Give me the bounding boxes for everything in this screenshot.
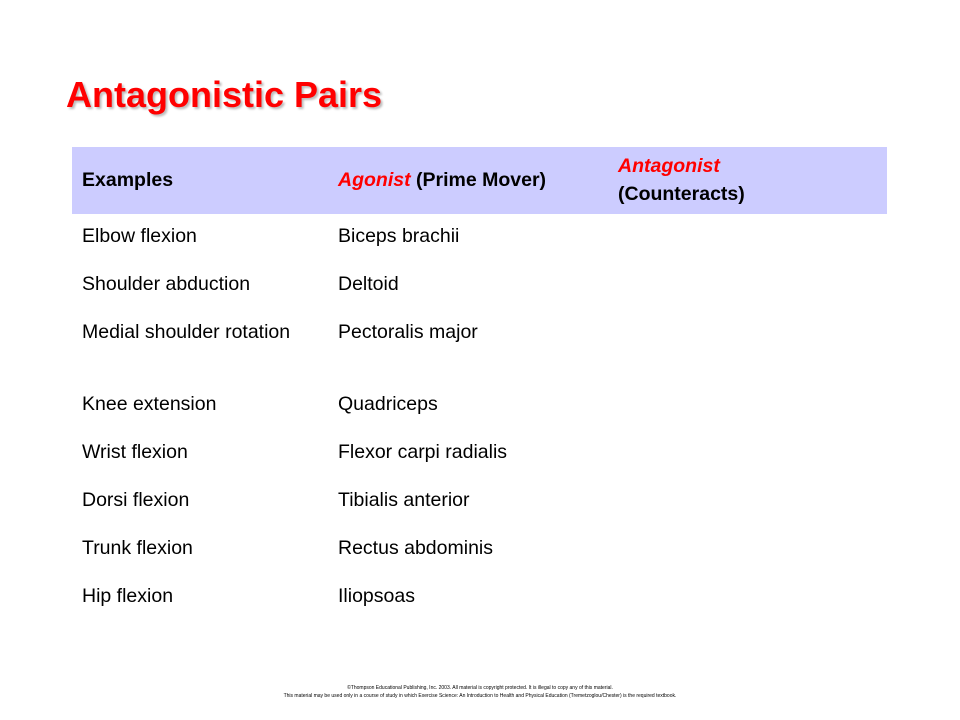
table-row: Elbow flexion Biceps brachii: [72, 214, 887, 262]
table-row: Shoulder abduction Deltoid: [72, 262, 887, 310]
header-agonist: Agonist (Prime Mover): [328, 147, 608, 214]
cell-antagonist: [608, 262, 887, 310]
cell-example: Hip flexion: [82, 585, 174, 607]
table-header-row: Examples Agonist (Prime Mover) Antagonis…: [72, 147, 887, 214]
cell-antagonist: [608, 382, 887, 430]
cell-antagonist: [608, 310, 887, 382]
table-row: Dorsi flexion Tibialis anterior: [72, 478, 887, 526]
cell-agonist: Quadriceps: [338, 393, 438, 415]
table-row: Wrist flexion Flexor carpi radialis: [72, 430, 887, 478]
cell-antagonist: [608, 430, 887, 478]
cell-example: Elbow flexion: [82, 225, 197, 247]
header-antagonist: Antagonist (Counteracts): [608, 147, 887, 214]
cell-example: Medial shoulder rotation: [82, 321, 291, 343]
header-antagonist-term: Antagonist: [618, 155, 720, 177]
cell-agonist: Tibialis anterior: [338, 489, 470, 511]
slide-title: Antagonistic Pairs: [66, 74, 383, 115]
header-agonist-qualifier: (Prime Mover): [410, 169, 547, 191]
table-row: Knee extension Quadriceps: [72, 382, 887, 430]
cell-antagonist: [608, 574, 887, 622]
usage-notice: This material may be used only in a cour…: [283, 693, 677, 699]
antagonistic-pairs-table: Examples Agonist (Prime Mover) Antagonis…: [72, 147, 887, 622]
cell-example: Dorsi flexion: [82, 489, 190, 511]
cell-example: Shoulder abduction: [82, 273, 251, 295]
cell-agonist: Rectus abdominis: [338, 537, 493, 559]
cell-example: Wrist flexion: [82, 441, 188, 463]
table-row: Trunk flexion Rectus abdominis: [72, 526, 887, 574]
cell-agonist: Flexor carpi radialis: [338, 441, 508, 463]
header-examples: Examples: [72, 147, 328, 214]
copyright-notice: ©Thompson Educational Publishing, Inc. 2…: [347, 685, 613, 691]
cell-example: Trunk flexion: [82, 537, 193, 559]
cell-agonist: Pectoralis major: [338, 321, 478, 343]
table-row: Hip flexion Iliopsoas: [72, 574, 887, 622]
cell-agonist: Iliopsoas: [338, 585, 415, 607]
cell-agonist: Biceps brachii: [338, 225, 460, 247]
table-row: Medial shoulder rotation Pectoralis majo…: [72, 310, 887, 382]
cell-example: Knee extension: [82, 393, 217, 415]
header-antagonist-qualifier: (Counteracts): [618, 183, 745, 205]
header-agonist-term: Agonist: [338, 169, 411, 191]
cell-antagonist: [608, 214, 887, 262]
cell-antagonist: [608, 478, 887, 526]
cell-agonist: Deltoid: [338, 273, 399, 295]
header-examples-label: Examples: [82, 169, 174, 191]
cell-antagonist: [608, 526, 887, 574]
